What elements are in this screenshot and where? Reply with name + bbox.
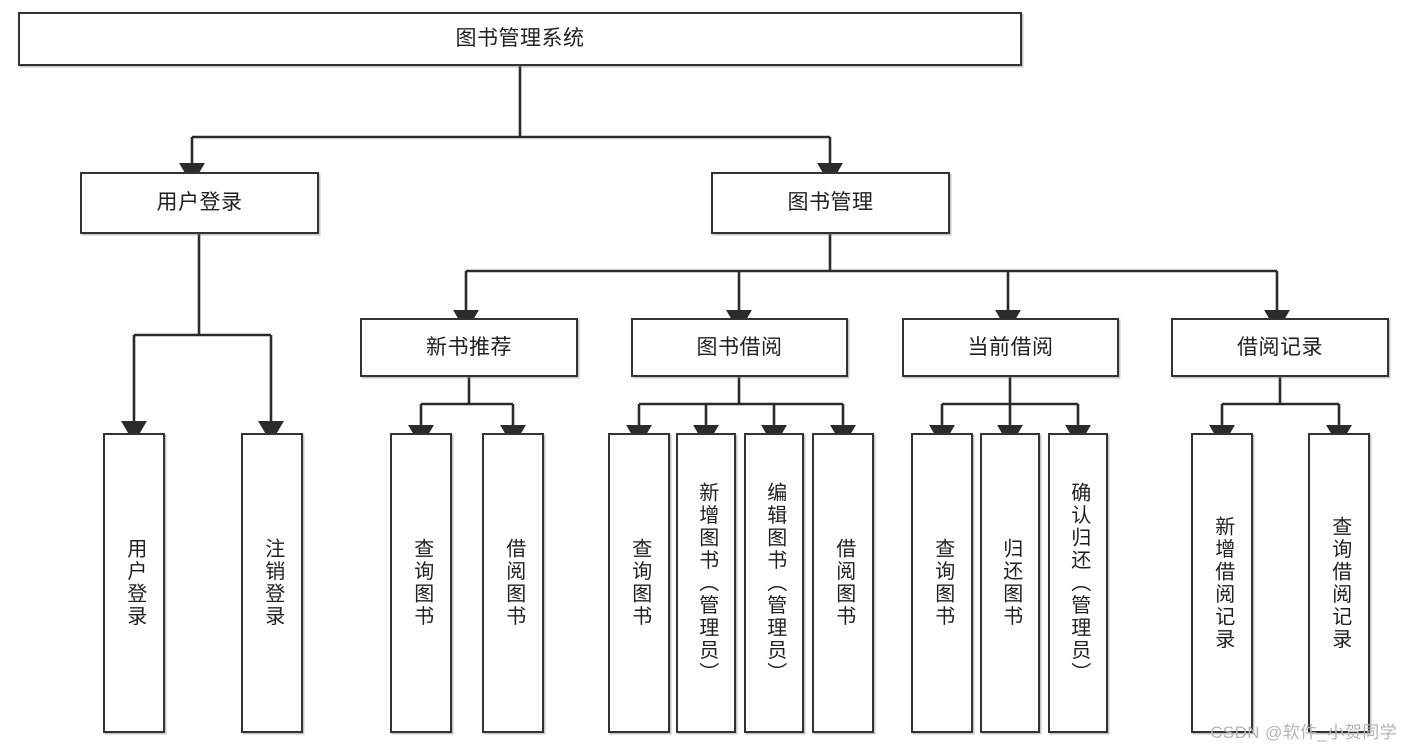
leaf-current-confirm-return[interactable]: 确认归还（管理员） [1048, 433, 1108, 733]
node-user-login[interactable]: 用户登录 [80, 172, 319, 234]
leaf-recommend-query-book-label: 查询图书 [410, 538, 433, 628]
leaf-recommend-query-book[interactable]: 查询图书 [390, 433, 452, 733]
leaf-user-login-signin[interactable]: 用户登录 [103, 433, 165, 733]
node-current-borrow[interactable]: 当前借阅 [902, 318, 1119, 377]
leaf-recommend-borrow-book[interactable]: 借阅图书 [482, 433, 544, 733]
leaf-borrow-edit-book[interactable]: 编辑图书（管理员） [744, 433, 804, 733]
leaf-recommend-borrow-book-label: 借阅图书 [502, 538, 525, 628]
leaf-current-confirm-return-label: 确认归还（管理员） [1067, 481, 1090, 685]
leaf-current-query-book-label: 查询图书 [931, 538, 954, 628]
node-root[interactable]: 图书管理系统 [18, 12, 1022, 66]
leaf-borrow-add-book-label: 新增图书（管理员） [695, 481, 718, 685]
node-book-borrow-label: 图书借阅 [696, 335, 783, 359]
node-book-borrow[interactable]: 图书借阅 [631, 318, 848, 377]
leaf-borrow-query-book[interactable]: 查询图书 [608, 433, 670, 733]
csdn-watermark: CSDN @软件_小贺同学 [1210, 723, 1397, 742]
node-root-label: 图书管理系统 [455, 27, 585, 51]
leaf-current-return-book[interactable]: 归还图书 [980, 433, 1040, 733]
leaf-user-login-signin-label: 用户登录 [123, 538, 146, 628]
node-borrow-record[interactable]: 借阅记录 [1171, 318, 1389, 377]
node-borrow-record-label: 借阅记录 [1237, 335, 1323, 359]
leaf-record-add-record-label: 新增借阅记录 [1211, 515, 1234, 651]
node-new-book-recommend-label: 新书推荐 [426, 335, 512, 359]
leaf-borrow-add-book[interactable]: 新增图书（管理员） [676, 433, 736, 733]
leaf-user-login-signout[interactable]: 注销登录 [241, 433, 303, 733]
leaf-borrow-query-book-label: 查询图书 [628, 538, 651, 628]
leaf-record-query-record[interactable]: 查询借阅记录 [1308, 433, 1370, 733]
node-current-borrow-label: 当前借阅 [967, 335, 1054, 359]
node-user-login-label: 用户登录 [156, 191, 243, 215]
leaf-record-query-record-label: 查询借阅记录 [1328, 515, 1351, 651]
node-book-management-label: 图书管理 [787, 191, 874, 215]
leaf-current-query-book[interactable]: 查询图书 [911, 433, 973, 733]
leaf-current-return-book-label: 归还图书 [999, 538, 1022, 628]
leaf-borrow-borrow-book[interactable]: 借阅图书 [812, 433, 874, 733]
leaf-borrow-edit-book-label: 编辑图书（管理员） [763, 481, 786, 685]
node-book-management[interactable]: 图书管理 [711, 172, 950, 234]
leaf-user-login-signout-label: 注销登录 [261, 538, 284, 628]
leaf-record-add-record[interactable]: 新增借阅记录 [1191, 433, 1253, 733]
leaf-borrow-borrow-book-label: 借阅图书 [832, 538, 855, 628]
node-new-book-recommend[interactable]: 新书推荐 [360, 318, 578, 377]
